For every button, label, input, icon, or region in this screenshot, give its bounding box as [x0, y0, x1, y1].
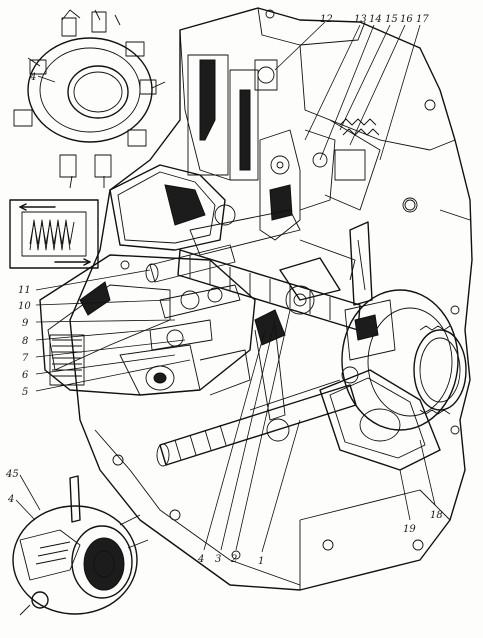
callout-15: 15: [385, 14, 398, 25]
callout-10: 10: [18, 301, 31, 312]
callout-8: 8: [22, 336, 28, 347]
leader-lines: [15, 21, 436, 553]
callout-14: 14: [369, 14, 382, 25]
callout-1: 1: [258, 556, 264, 567]
clutch-section: [187, 54, 381, 241]
callout-13: 13: [354, 14, 367, 25]
clutch-disc-detail: [13, 9, 166, 189]
final-gear-assembly: [319, 289, 467, 471]
callout-11: 11: [18, 285, 31, 296]
callout-19: 19: [403, 524, 416, 535]
callout-4-lower: 4: [197, 554, 204, 565]
shift-rod: [299, 197, 418, 306]
callout-labels: 12 13 14 15 16 17 4 11 10 9 8 7 6 5 45 4…: [5, 14, 443, 567]
callout-4-collar: 4: [7, 494, 14, 505]
housing: [69, 7, 473, 591]
callout-3: 3: [215, 554, 221, 565]
flywheel-section: [109, 164, 226, 251]
callout-2: 2: [230, 554, 237, 565]
spring-detail-inset: [9, 199, 99, 269]
gear-cluster-left: [39, 209, 301, 396]
callout-4-disc: 4: [29, 72, 36, 83]
callout-6: 6: [22, 370, 29, 381]
callout-45: 45: [5, 469, 19, 480]
callout-9: 9: [22, 318, 29, 329]
callout-7: 7: [22, 353, 29, 364]
callout-17: 17: [416, 14, 429, 25]
collar-detail: [12, 475, 149, 616]
callout-5: 5: [22, 387, 28, 398]
callout-12: 12: [320, 14, 333, 25]
callout-16: 16: [400, 14, 413, 25]
callout-18: 18: [430, 510, 443, 521]
